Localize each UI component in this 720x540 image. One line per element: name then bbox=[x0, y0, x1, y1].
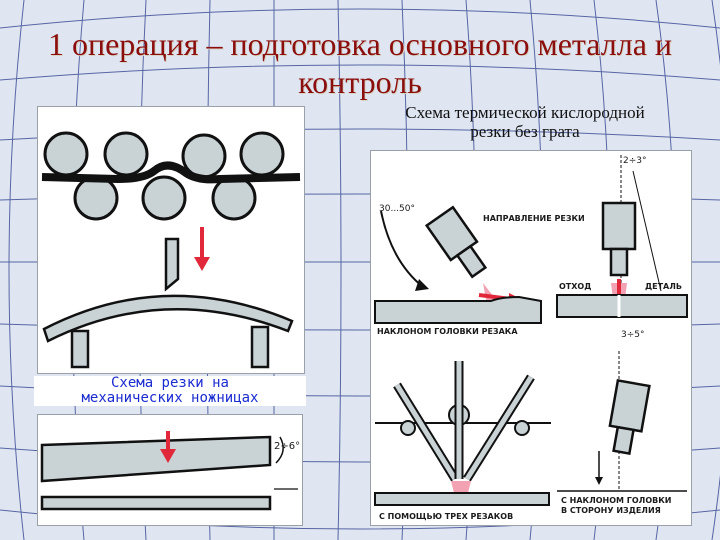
part-label: ДЕТАЛЬ bbox=[645, 282, 682, 291]
three-cutters-label: С ПОМОЩЬЮ ТРЕХ РЕЗАКОВ bbox=[379, 512, 513, 521]
left-caption-line-2: механических ножницах bbox=[81, 390, 259, 406]
tilt-side-label-1: С НАКЛОНОМ ГОЛОВКИ bbox=[561, 496, 671, 505]
oxygen-cutting-illustration: 30...50° НАПРАВЛЕНИЕ РЕЗКИ НАКЛОНОМ ГОЛО… bbox=[374, 155, 688, 521]
right-caption-line-2: резки без грата bbox=[470, 122, 580, 141]
right-figure-caption: Схема термической кислородной резки без … bbox=[360, 103, 690, 141]
angle-2-3-label: 2÷3° bbox=[623, 156, 647, 166]
angle-3-5-label: 3÷5° bbox=[621, 330, 645, 340]
sheet-cutting-panel: 2÷6° bbox=[37, 414, 303, 526]
tilt-side-label-2: В СТОРОНУ ИЗДЕЛИЯ bbox=[561, 506, 661, 515]
left-figure-caption: Схема резки на механических ножницах bbox=[34, 376, 306, 406]
tilt-head-label: НАКЛОНОМ ГОЛОВКИ РЕЗАКА bbox=[377, 327, 518, 336]
angle-30-50-label: 30...50° bbox=[379, 204, 415, 214]
right-caption-line-1: Схема термической кислородной bbox=[405, 103, 645, 122]
shears-rollers-illustration bbox=[41, 131, 301, 369]
shears-rollers-panel bbox=[37, 106, 305, 374]
title-line-2: контроль bbox=[298, 64, 422, 100]
sheet-cutting-illustration: 2÷6° bbox=[40, 431, 300, 511]
scrap-label: ОТХОД bbox=[559, 282, 591, 291]
oxygen-cutting-panel: 30...50° НАПРАВЛЕНИЕ РЕЗКИ НАКЛОНОМ ГОЛО… bbox=[370, 150, 692, 526]
title-line-1: 1 операция – подготовка основного металл… bbox=[47, 26, 673, 62]
lower-angle-label: 2÷6° bbox=[274, 441, 300, 452]
left-caption-line-1: Схема резки на bbox=[110, 375, 229, 391]
slide-title: 1 операция – подготовка основного металл… bbox=[0, 26, 720, 100]
cut-direction-label: НАПРАВЛЕНИЕ РЕЗКИ bbox=[483, 214, 585, 223]
